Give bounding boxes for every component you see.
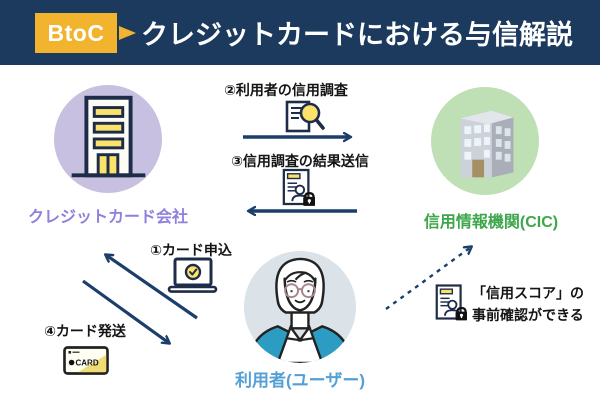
step4-label: ④カード発送 xyxy=(44,323,126,339)
card-company-circle xyxy=(54,85,162,193)
credit-score-note-line2: 事前確認ができる xyxy=(472,307,584,323)
user-circle xyxy=(244,251,356,363)
credit-bureau-label: 信用情報機関(CIC) xyxy=(423,214,559,231)
credit-score-note-line1: 「信用スコア」の xyxy=(472,285,584,301)
card-icon-text: CARD xyxy=(76,359,99,368)
document-lock-icon xyxy=(282,168,315,206)
card-company-label: クレジットカード会社 xyxy=(27,209,188,226)
step2-label: ②利用者の信用調査 xyxy=(224,82,348,98)
badge-pointer-icon xyxy=(119,26,136,40)
btoc-badge: BtoC xyxy=(35,13,117,53)
page-title: クレジットカードにおける与信解説 xyxy=(141,20,573,50)
office-building-icon xyxy=(71,95,146,178)
document-lock-icon xyxy=(435,284,467,321)
header-banner: BtoC クレジットカードにおける与信解説 xyxy=(0,0,600,65)
credit-score-note: 「信用スコア」の 事前確認ができる xyxy=(472,282,584,326)
document-magnifier-icon xyxy=(285,100,325,133)
credit-bureau-circle xyxy=(431,87,539,195)
step3-label: ③信用調査の結果送信 xyxy=(231,153,369,169)
credit-card-icon: CARD xyxy=(63,346,109,375)
laptop-check-icon xyxy=(167,257,218,293)
person-avatar-icon xyxy=(244,251,356,363)
step1-label: ①カード申込 xyxy=(150,242,232,258)
user-label: 利用者(ユーザー) xyxy=(235,371,365,390)
corporate-building-icon xyxy=(460,110,514,178)
